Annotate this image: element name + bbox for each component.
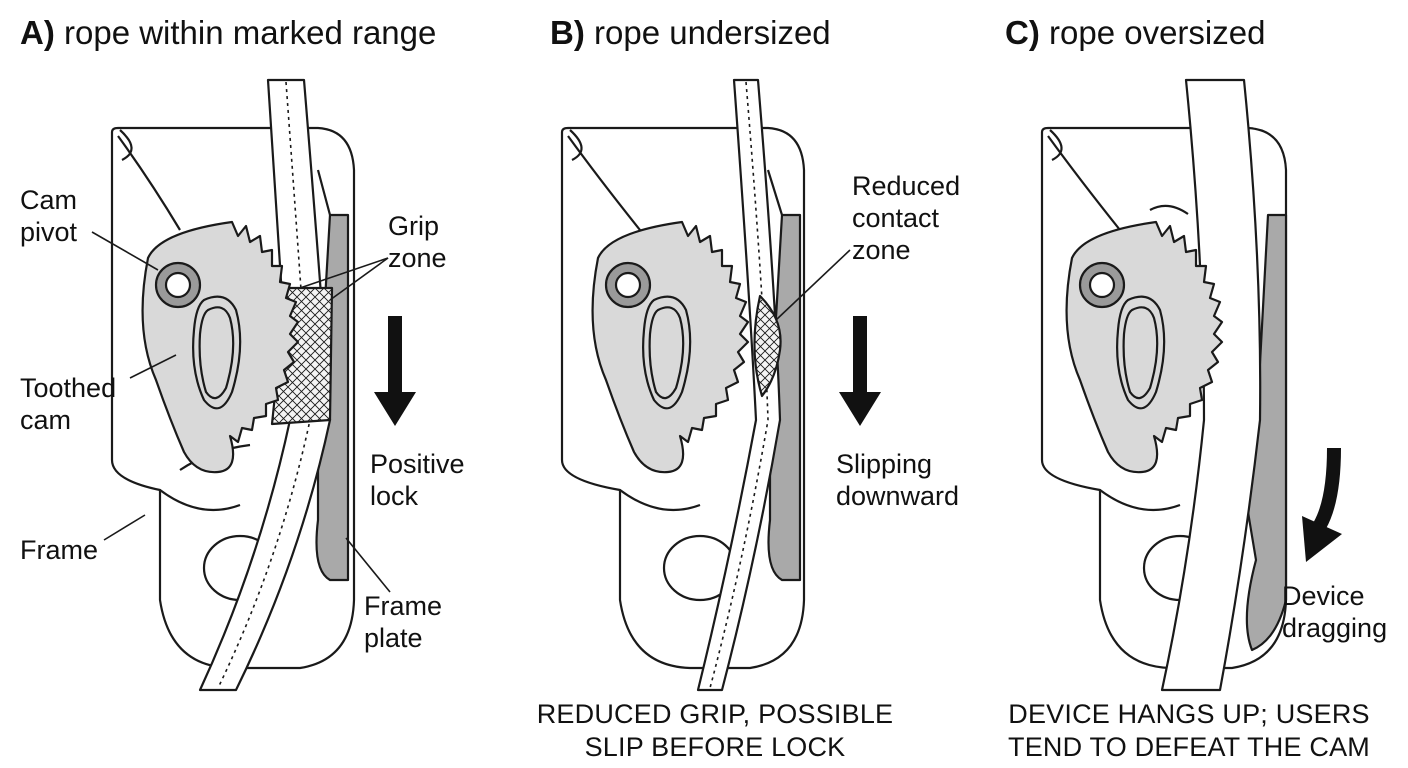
label-toothed-cam-line1: Toothed [20, 373, 117, 403]
label-reduced-contact-line3: zone [852, 235, 911, 265]
label-frame-plate-line1: Frame [364, 591, 443, 621]
panel-a-lock-arrow [374, 316, 416, 426]
label-reduced-contact-line2: contact [852, 203, 940, 233]
label-cam-pivot: Cam pivot [20, 184, 77, 248]
label-reduced-contact-zone: Reduced contact zone [852, 170, 960, 266]
panel-b-title: B) rope undersized [550, 14, 831, 52]
label-positive-lock-line1: Positive [370, 449, 465, 479]
panel-c-caption: DEVICE HANGS UP; USERS TEND TO DEFEAT TH… [984, 698, 1394, 764]
label-reduced-contact-line1: Reduced [852, 171, 961, 201]
panel-c-title-text: rope oversized [1049, 14, 1266, 51]
panel-c-letter: C) [1005, 14, 1040, 51]
panel-b-contact-hatch [753, 294, 782, 398]
panel-b-letter: B) [550, 14, 585, 51]
panel-c-caption-line1: DEVICE HANGS UP; USERS [1008, 699, 1370, 729]
label-cam-pivot-line2: pivot [20, 217, 78, 247]
panel-c-caption-line2: TEND TO DEFEAT THE CAM [1008, 732, 1370, 762]
panel-b-caption: REDUCED GRIP, POSSIBLE SLIP BEFORE LOCK [510, 698, 920, 764]
panel-a-letter: A) [20, 14, 55, 51]
label-slipping-line1: Slipping [836, 449, 933, 479]
panel-b-slip-arrow [839, 316, 881, 426]
label-frame-text: Frame [20, 535, 99, 565]
label-positive-lock-line2: lock [370, 481, 419, 511]
label-cam-pivot-line1: Cam [20, 185, 78, 215]
label-positive-lock: Positive lock [370, 448, 465, 512]
label-grip-zone-line1: Grip [388, 211, 440, 241]
panel-a-device [91, 78, 416, 692]
panel-b-device [560, 78, 881, 692]
label-device-dragging: Device dragging [1282, 580, 1387, 644]
label-toothed-cam: Toothed cam [20, 372, 116, 436]
panel-b-title-text: rope undersized [594, 14, 831, 51]
label-frame-plate: Frame plate [364, 590, 442, 654]
panel-c-drag-arrow [1313, 447, 1341, 529]
label-device-dragging-line1: Device [1282, 581, 1365, 611]
label-grip-zone: Grip zone [388, 210, 447, 274]
panel-c-device [1040, 78, 1342, 692]
label-frame: Frame [20, 534, 98, 566]
panel-c-drag-arrowhead [1302, 516, 1342, 562]
label-frame-plate-line2: plate [364, 623, 423, 653]
label-toothed-cam-line2: cam [20, 405, 72, 435]
panel-b-rope [696, 78, 782, 692]
panel-b-rope-core [709, 81, 769, 689]
panel-a-title: A) rope within marked range [20, 14, 436, 52]
label-device-dragging-line2: dragging [1282, 613, 1388, 643]
panel-a-title-text: rope within marked range [64, 14, 437, 51]
label-slipping-downward: Slipping downward [836, 448, 959, 512]
panel-b-caption-line1: REDUCED GRIP, POSSIBLE [536, 699, 894, 729]
panel-c-title: C) rope oversized [1005, 14, 1265, 52]
panel-b-caption-line2: SLIP BEFORE LOCK [584, 732, 846, 762]
label-grip-zone-line2: zone [388, 243, 447, 273]
label-slipping-line2: downward [836, 481, 960, 511]
